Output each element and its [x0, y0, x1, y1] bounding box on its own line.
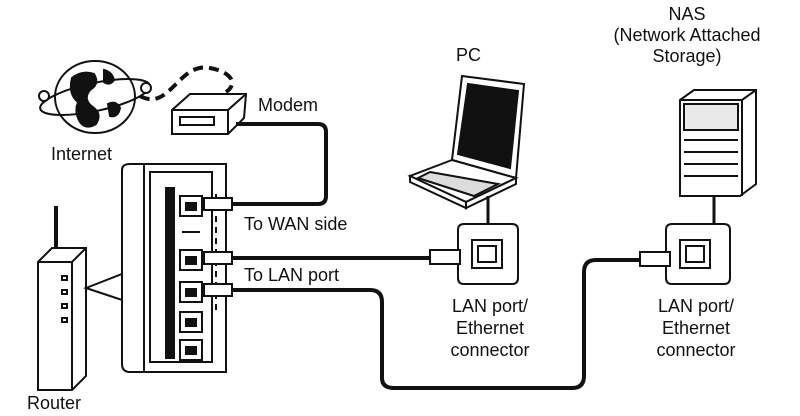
internet-label: Internet	[51, 144, 113, 164]
nas-port-label-line-3: connector	[656, 340, 736, 360]
router-back-panel	[121, 163, 227, 373]
nas-lan-port	[639, 223, 731, 285]
pc-port-label-line-3: connector	[450, 340, 530, 360]
wan-cable	[232, 122, 328, 206]
pc-label: PC	[456, 45, 482, 65]
nas-label-line-3: Storage)	[652, 46, 722, 66]
pc-lan-port	[429, 223, 519, 285]
nas-label-line-2: (Network Attached	[613, 25, 761, 45]
internet-globe-icon	[38, 60, 152, 134]
router-label: Router	[27, 393, 82, 413]
to-lan-label: To LAN port	[244, 265, 340, 285]
nas-port-label-line-1: LAN port/	[657, 296, 735, 316]
router-icon	[37, 206, 87, 391]
to-wan-label: To WAN side	[244, 214, 348, 234]
nas-label-line-1: NAS	[668, 4, 706, 24]
nas-tower-icon	[679, 89, 757, 197]
laptop-icon	[407, 74, 526, 210]
modem-icon	[171, 93, 248, 135]
pc-port-label-line-2: Ethernet	[455, 318, 525, 338]
router-callout	[83, 272, 123, 302]
nas-port-label-line-2: Ethernet	[661, 318, 731, 338]
router-plugs	[203, 197, 233, 297]
pc-port-label-line-1: LAN port/	[451, 296, 529, 316]
modem-label: Modem	[258, 95, 319, 115]
internet-modem-link	[139, 65, 235, 101]
nas-lan-cable	[232, 258, 640, 390]
